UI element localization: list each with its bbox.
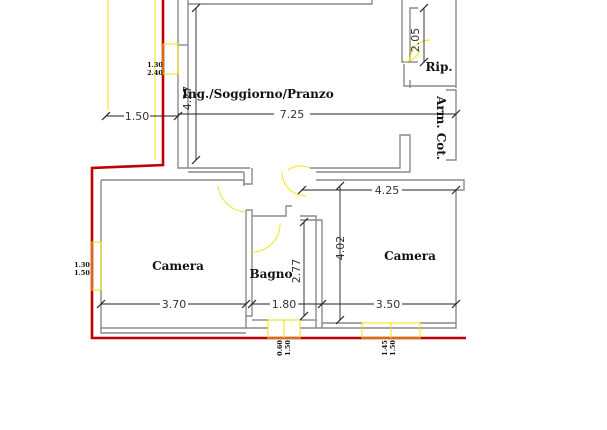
dim-bath-height: 2.77: [290, 259, 303, 284]
dim-balcony-width: 1.50: [125, 110, 150, 123]
room-label-bathroom: Bagno: [249, 267, 292, 281]
window-label: 1.50: [389, 340, 397, 356]
room-label-storage: Rip.: [425, 60, 452, 74]
room-label-bedroom-right: Camera: [384, 249, 436, 263]
doors: [217, 39, 431, 253]
window-label: 2.40: [147, 69, 163, 77]
dim-bedroom-left-width: 3.70: [162, 298, 187, 311]
windows: [91, 43, 421, 339]
window-label: 1.30: [147, 61, 163, 69]
dim-living-width: 7.25: [280, 108, 305, 121]
room-label-living: Ing./Soggiorno/Pranzo: [182, 87, 333, 101]
dim-living-height: 4.27: [181, 86, 194, 111]
window-label: 1.50: [74, 269, 90, 277]
dim-bedroom-right-height: 4.02: [334, 236, 347, 261]
boundary-line: [90, 0, 466, 340]
dim-bedroom-right-width: 4.25: [375, 184, 400, 197]
dim-bedroom-right-bottom-width: 3.50: [376, 298, 401, 311]
window-label: 1.50: [284, 340, 292, 356]
room-label-bedroom-left: Camera: [152, 259, 204, 273]
living-walls: [177, 0, 457, 185]
dim-storage-height: 2.05: [409, 28, 422, 53]
room-label-closet: Arm. Cot.: [434, 95, 448, 160]
window-label: 1.45: [381, 340, 389, 356]
window-label: 0.60: [276, 340, 284, 356]
window-label: 1.30: [74, 261, 90, 269]
dim-bath-width: 1.80: [272, 298, 297, 311]
